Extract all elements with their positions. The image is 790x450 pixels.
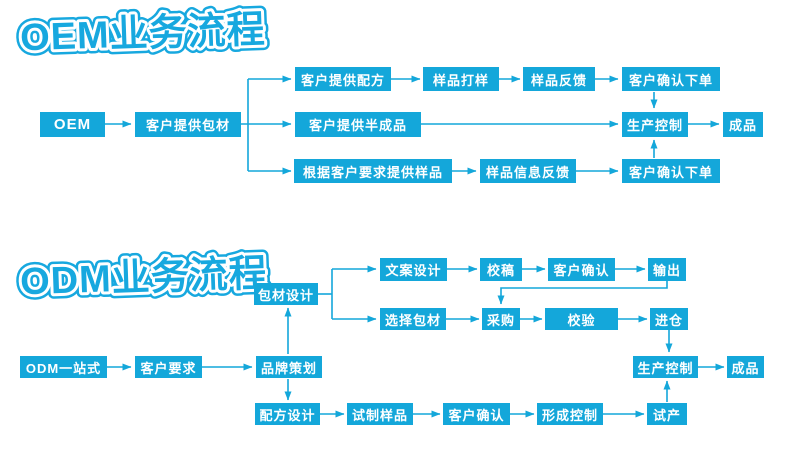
- flow-node-caigou: 采购: [482, 308, 520, 330]
- flow-node-jincang: 进仓: [650, 308, 688, 330]
- flow-node-shichan: 试产: [647, 403, 687, 425]
- flow-node-pinpai-cehua: 品牌策划: [256, 356, 322, 378]
- flow-node-shengchan-kongzhi-odm: 生产控制: [633, 356, 698, 378]
- flow-node-kehu-queren-wenan: 客户确认: [548, 258, 615, 281]
- flow-node-wenan-sheji: 文案设计: [380, 258, 447, 281]
- flow-node-kehu-queren-xiadan-1: 客户确认下单: [622, 67, 720, 91]
- flow-node-kehu-tigong-banchengpin: 客户提供半成品: [295, 112, 421, 137]
- flow-node-yangpin-xinxi-fankui: 样品信息反馈: [480, 159, 576, 183]
- flow-node-shizhi-yangpin: 试制样品: [347, 403, 413, 425]
- flow-node-oem: OEM: [40, 112, 105, 137]
- flow-node-xingcheng-kongzhi: 形成控制: [537, 403, 603, 425]
- odm-flow-title: ODM业务流程 ODM业务流程 ODM业务流程: [14, 247, 274, 309]
- flow-node-baocai-sheji: 包材设计: [254, 283, 318, 305]
- flow-node-shuchu: 输出: [648, 258, 686, 281]
- flow-node-kehu-yaoqiu: 客户要求: [135, 356, 202, 378]
- oem-title-text: OEM业务流程: [19, 9, 266, 60]
- flow-node-shengchan-kongzhi-oem: 生产控制: [622, 112, 688, 137]
- flow-arrow: [497, 281, 668, 305]
- flow-node-chengpin-oem: 成品: [723, 112, 763, 137]
- flow-node-kehu-queren-xiadan-2: 客户确认下单: [622, 159, 720, 183]
- flow-node-peifang-sheji: 配方设计: [255, 403, 320, 425]
- odm-title-text: ODM业务流程: [19, 253, 268, 304]
- flow-node-yangpin-fankui: 样品反馈: [523, 67, 595, 91]
- flow-node-kehu-tigong-baocai: 客户提供包材: [135, 112, 241, 137]
- flow-node-chengpin-odm: 成品: [727, 356, 764, 378]
- flow-node-genju-yaoqiu-yangpin: 根据客户要求提供样品: [294, 159, 452, 183]
- oem-flow-title: OEM业务流程 OEM业务流程 OEM业务流程: [14, 3, 272, 65]
- flow-node-jiaogao: 校稿: [480, 258, 522, 281]
- flow-node-odm-yizhanshi: ODM一站式: [20, 356, 107, 378]
- flow-node-jiaoyan: 校验: [545, 308, 618, 330]
- flow-node-yangpin-dayang: 样品打样: [423, 67, 499, 91]
- flow-node-kehu-tigong-peifang: 客户提供配方: [295, 67, 391, 91]
- flow-node-kehu-queren-peifang: 客户确认: [443, 403, 510, 425]
- flow-node-xuanze-baocai: 选择包材: [380, 308, 446, 330]
